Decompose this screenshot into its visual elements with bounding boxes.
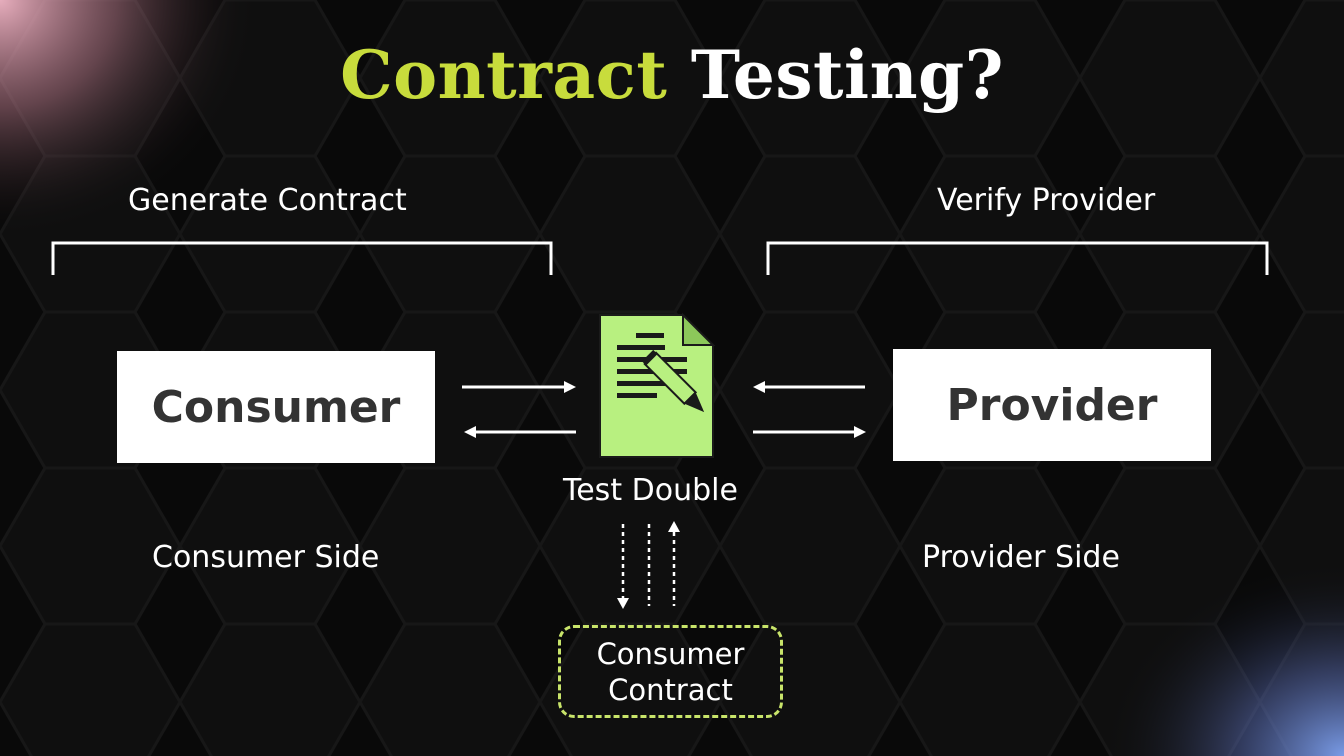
arrow-double-to-consumer — [464, 426, 576, 438]
document-with-pen-icon — [599, 312, 716, 458]
provider-box: Provider — [893, 349, 1211, 461]
consumer-box: Consumer — [117, 351, 435, 463]
arrow-provider-to-double — [753, 381, 865, 393]
arrow-double-to-provider — [753, 426, 866, 438]
verify-provider-label: Verify Provider — [937, 183, 1156, 218]
slide-title: Contract Testing? — [0, 36, 1344, 114]
generate-contract-label: Generate Contract — [128, 183, 407, 218]
contract-line-2: Contract — [608, 672, 733, 707]
consumer-side-label: Consumer Side — [152, 540, 380, 575]
consumer-bracket — [51, 241, 553, 275]
contract-line-1: Consumer — [596, 636, 745, 671]
title-accent-word: Contract — [340, 36, 668, 114]
title-rest-word: Testing? — [690, 36, 1004, 114]
arrow-consumer-to-double — [462, 381, 576, 393]
provider-side-label: Provider Side — [922, 540, 1120, 575]
provider-bracket — [766, 241, 1269, 275]
test-double-label: Test Double — [563, 473, 738, 508]
consumer-contract-box: Consumer Contract — [558, 625, 783, 718]
